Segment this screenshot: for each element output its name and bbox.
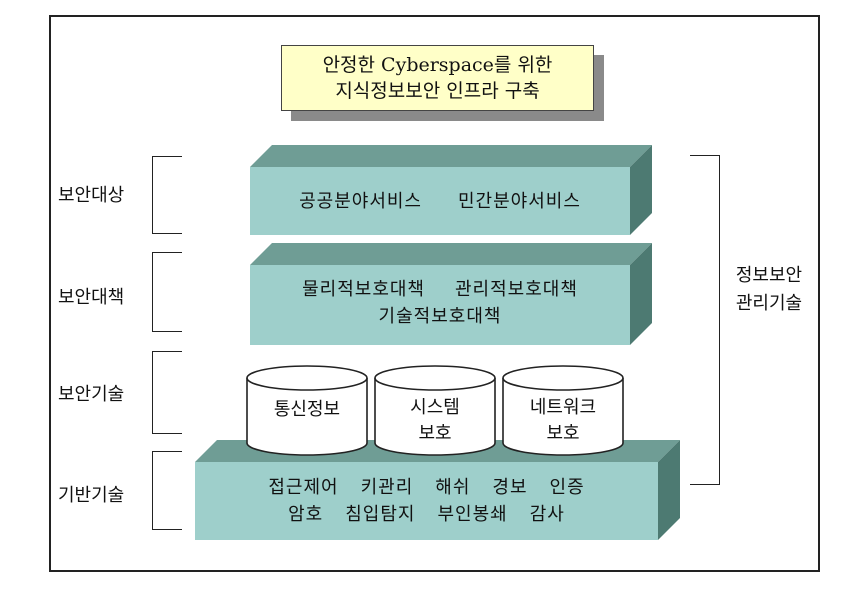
diagram-frame — [49, 15, 820, 572]
item-encryption: 암호 — [288, 504, 324, 525]
item-alarm: 경보 — [492, 477, 528, 498]
item-authentication: 인증 — [549, 477, 585, 498]
label-info-security-management-line-2: 관리기술 — [735, 293, 803, 314]
item-access-control: 접근제어 — [268, 477, 339, 498]
bracket-security-measures — [152, 252, 182, 332]
item-public-service: 공공분야서비스 — [299, 190, 422, 212]
layer-security-measures-content: 물리적보호대책 관리적보호대책 기술적보호대책 — [250, 263, 630, 343]
title-box: 안정한 Cyberspace를 위한 지식정보보안 인프라 구축 — [281, 45, 594, 111]
bracket-base-technology — [152, 451, 182, 530]
cylinder-network-protection-label-2: 보호 — [546, 423, 580, 444]
layer-security-target-box — [250, 145, 652, 235]
item-hash: 해쉬 — [435, 477, 471, 498]
item-administrative-measures: 관리적보호대책 — [455, 279, 578, 300]
cylinder-system-protection-label-2: 보호 — [418, 423, 452, 444]
title-line-1: 안정한 Cyberspace를 위한 — [322, 54, 553, 76]
item-key-management: 키관리 — [360, 477, 414, 498]
label-security-target: 보안대상 — [58, 185, 125, 206]
label-info-security-management-line-1: 정보보안 — [735, 265, 803, 286]
cylinder-network-protection-label: 네트워크 — [529, 397, 597, 418]
label-security-measures: 보안대책 — [58, 287, 125, 308]
label-base-technology: 기반기술 — [58, 485, 125, 506]
layer-security-measures-box — [250, 243, 652, 345]
cylinder-system-protection-label: 시스템 — [410, 397, 460, 418]
layer-security-measures: 물리적보호대책 관리적보호대책 기술적보호대책 — [250, 243, 652, 345]
title-line-2: 지식정보보안 인프라 구축 — [335, 80, 540, 102]
layer-security-target: 공공분야서비스 민간분야서비스 — [250, 145, 652, 235]
cylinder-communication-info-label: 통신정보 — [273, 399, 341, 420]
layer-base-technology-content: 접근제어 키관리 해쉬 경보 인증 암호 침입탐지 부인봉쇄 감사 — [195, 462, 658, 540]
label-info-security-management: 정보보안 관리기술 — [724, 262, 814, 318]
layer-security-target-content: 공공분야서비스 민간분야서비스 — [250, 167, 630, 235]
cylinder-system-protection: 시스템 보호 — [374, 365, 496, 457]
item-physical-measures: 물리적보호대책 — [302, 279, 425, 300]
item-intrusion-detection: 침입탐지 — [345, 504, 416, 525]
bracket-security-technology — [152, 351, 182, 434]
bracket-security-target — [152, 156, 182, 234]
cylinder-communication-info: 통신정보 — [246, 365, 368, 457]
item-private-service: 민간분야서비스 — [458, 190, 581, 212]
label-security-technology: 보안기술 — [58, 384, 125, 405]
bracket-info-security-management — [690, 155, 720, 485]
item-technical-measures: 기술적보호대책 — [378, 306, 502, 327]
item-audit: 감사 — [529, 504, 565, 525]
item-non-repudiation: 부인봉쇄 — [437, 504, 508, 525]
cylinder-network-protection: 네트워크 보호 — [502, 365, 624, 457]
